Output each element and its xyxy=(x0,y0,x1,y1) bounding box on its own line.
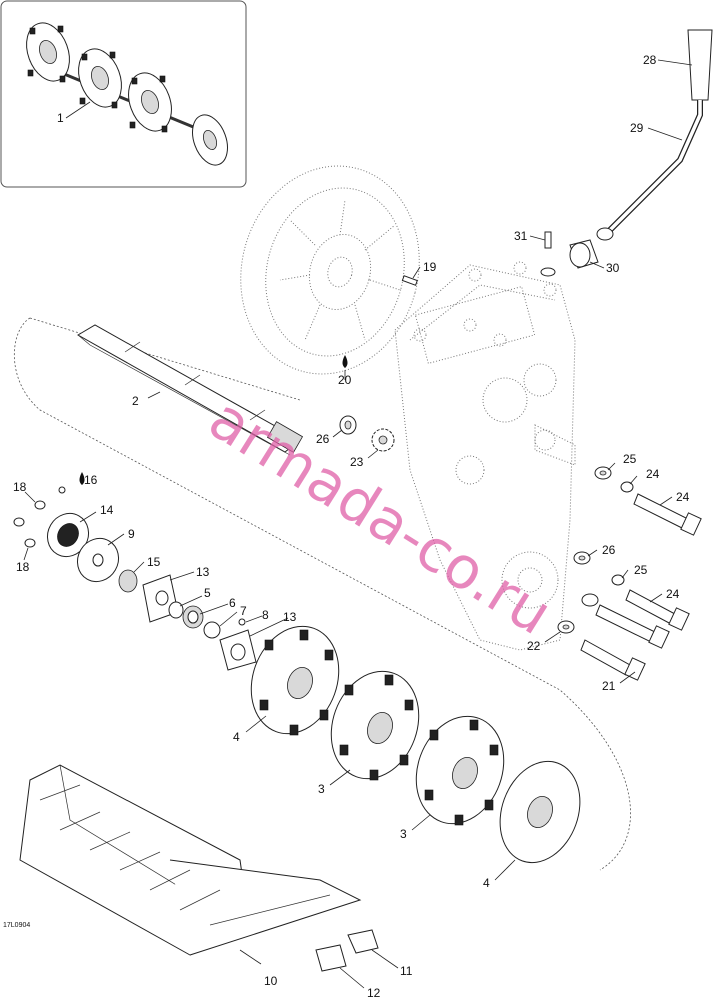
callout-3b: 3 xyxy=(400,827,407,841)
callout-15: 14 xyxy=(100,503,114,517)
right-side-hardware xyxy=(557,466,702,681)
callout-18a: 18 xyxy=(13,480,27,494)
callout-4a: 4 xyxy=(233,730,240,744)
callout-1: 1 xyxy=(57,111,64,125)
watermark: armada-co.ru xyxy=(198,384,564,648)
driven-pulley xyxy=(240,165,420,375)
callout-31: 31 xyxy=(514,229,528,243)
callout-18b: 18 xyxy=(16,560,30,574)
callout-23: 23 xyxy=(350,455,364,469)
callout-25b: 25 xyxy=(634,563,648,577)
callout-25a: 24 xyxy=(646,467,660,481)
callout-22: 22 xyxy=(527,639,541,653)
pin-19 xyxy=(401,275,418,286)
callout-26a: 25 xyxy=(623,452,637,466)
gearbox-housing xyxy=(394,261,576,651)
callout-14: 13 xyxy=(196,565,210,579)
callout-13: 13 xyxy=(283,610,297,624)
callout-26b: 26 xyxy=(602,543,616,557)
callout-7: 7 xyxy=(240,604,247,618)
oil-drop-icon xyxy=(342,355,348,368)
callout-9: 9 xyxy=(128,527,135,541)
callout-24b: 24 xyxy=(666,587,680,601)
callout-8: 8 xyxy=(262,608,269,622)
callout-labels: 28 29 31 30 19 20 2 26 23 25 24 24 26 25… xyxy=(13,53,690,1000)
inset-assembly: 1 xyxy=(0,0,247,188)
callout-30: 30 xyxy=(606,261,620,275)
callout-11: 11 xyxy=(400,964,413,978)
slider-12 xyxy=(315,944,347,972)
leader-lines xyxy=(23,59,693,989)
callout-21: 21 xyxy=(602,679,616,693)
callout-12: 12 xyxy=(367,986,381,1000)
slider-11 xyxy=(347,929,379,954)
callout-6: 6 xyxy=(229,596,236,610)
track-outline xyxy=(13,317,631,871)
oil-drop-icon-2 xyxy=(79,472,85,485)
drive-axle-shaft xyxy=(76,324,304,456)
callout-24a: 24 xyxy=(676,490,690,504)
callout-16: 15 xyxy=(147,555,161,569)
left-bearing-hardware xyxy=(13,486,257,671)
callout-17: 16 xyxy=(84,473,98,487)
track-belt xyxy=(19,764,362,956)
callout-20: 20 xyxy=(338,373,352,387)
callout-19: 19 xyxy=(423,260,437,274)
callout-2: 2 xyxy=(132,394,139,408)
callout-5: 5 xyxy=(204,586,211,600)
callout-3a: 3 xyxy=(318,782,325,796)
callout-4b: 4 xyxy=(483,876,490,890)
callout-27: 26 xyxy=(316,432,330,446)
track-sprockets xyxy=(250,625,581,864)
reverse-shift-lever xyxy=(540,29,713,277)
callout-29: 29 xyxy=(630,121,644,135)
callout-28: 28 xyxy=(643,53,657,67)
callout-10: 10 xyxy=(264,974,278,988)
reference-code: 17L0904 xyxy=(3,922,30,929)
